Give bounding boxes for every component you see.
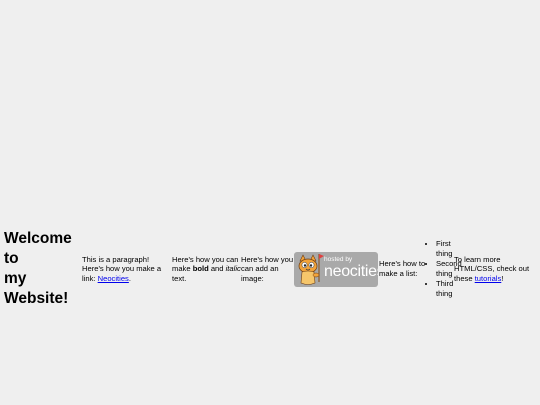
page-heading: Welcome to my Website!	[4, 229, 82, 309]
image-intro: Here's how you can add an image:	[241, 254, 294, 283]
list-block: First thing Second thing Third thing	[427, 239, 462, 299]
tutorials-link[interactable]: tutorials	[474, 273, 502, 283]
bullet-list: First thing Second thing Third thing	[427, 239, 462, 299]
paragraph-block: This is a paragraph! Here's how you make…	[82, 255, 172, 284]
list-item: Second thing	[436, 259, 462, 279]
content-row: Welcome to my Website! This is a paragra…	[4, 230, 536, 307]
formatting-tail: text.	[172, 273, 187, 283]
paragraph-text: This is a paragraph! Here's how you make…	[82, 254, 162, 283]
neocities-badge-image: hosted by neocities	[294, 251, 378, 287]
list-intro: Here's how to make a list:	[379, 259, 426, 278]
cat-mascot-icon	[298, 253, 324, 285]
list-item: Third thing	[436, 279, 454, 299]
bold-text: bold	[192, 264, 209, 274]
formatting-block: Here's how you can make bold and italic …	[172, 255, 241, 284]
heading-line-1: Welcome to	[4, 230, 72, 267]
heading-line-2: my Website!	[4, 270, 69, 307]
formatting-mid: and	[208, 264, 226, 274]
paragraph-end: .	[128, 273, 131, 283]
image-block: hosted by neocities	[294, 251, 379, 287]
learn-more-text: To learn more HTML/CSS, check out these	[454, 254, 530, 283]
neocities-wordmark: neocities	[324, 262, 378, 280]
list-item: First thing	[436, 239, 454, 259]
neocities-link[interactable]: Neocities	[97, 273, 129, 283]
hosted-by-label: hosted by	[324, 255, 353, 263]
italic-text: italic	[225, 264, 241, 274]
formatting-lead: Here's how you can make	[172, 254, 239, 274]
learn-more-end: !	[501, 273, 504, 283]
learn-more-block: To learn more HTML/CSS, check out these …	[454, 255, 532, 284]
